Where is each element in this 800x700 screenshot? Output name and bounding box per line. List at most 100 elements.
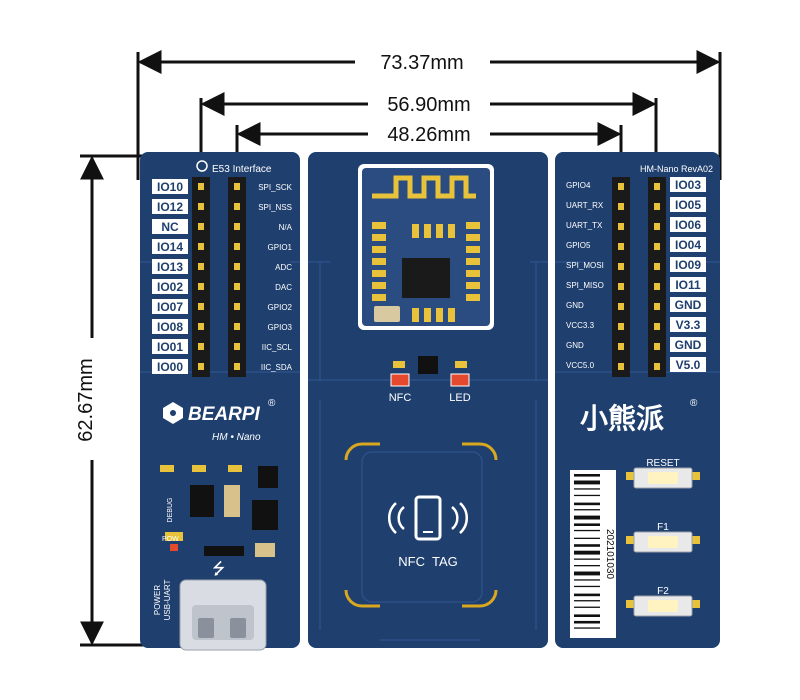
right-io-box — [670, 177, 706, 192]
header-pin — [618, 303, 624, 310]
left-io-label: IO01 — [157, 340, 183, 354]
header-pin — [234, 203, 240, 210]
dim-total-width: 73.37mm — [380, 52, 463, 74]
header-pin — [198, 243, 204, 250]
right-io-label: IO03 — [675, 178, 701, 192]
button-cap[interactable] — [648, 600, 678, 612]
right-io-box — [670, 277, 706, 292]
header-pin — [198, 363, 204, 370]
left-io-box — [152, 319, 188, 334]
nfc-led-label: NFC — [389, 392, 412, 404]
button-cap[interactable] — [648, 536, 678, 548]
header-pin — [198, 183, 204, 190]
header-pin — [198, 303, 204, 310]
left-pin-label: DAC — [275, 283, 292, 292]
dim-height: 62.67mm — [75, 358, 97, 441]
left-io-box — [152, 259, 188, 274]
left-io-label: IO08 — [157, 320, 183, 334]
header-pin — [234, 263, 240, 270]
right-io-box — [670, 337, 706, 352]
right-pin-label: GND — [566, 301, 584, 310]
header-pin — [198, 343, 204, 350]
left-header-outer — [192, 177, 210, 377]
left-io-label: IO07 — [157, 300, 183, 314]
header-pin — [234, 283, 240, 290]
right-io-box — [670, 357, 706, 372]
right-io-label: V3.3 — [676, 318, 701, 332]
right-io-box — [670, 317, 706, 332]
usb-label: POWERUSB-UART — [153, 580, 172, 621]
header-pin — [654, 183, 660, 190]
header-pin — [618, 203, 624, 210]
left-pin-label: IIC_SDA — [261, 363, 293, 372]
button-pad — [690, 536, 700, 544]
brand-cn: 小熊派 — [580, 402, 664, 434]
right-pin-label: UART_RX — [566, 201, 604, 210]
left-io-box — [152, 359, 188, 374]
right-header-inner — [612, 177, 630, 377]
right-pin-label: VCC5.0 — [566, 361, 595, 370]
right-pin-label: VCC3.3 — [566, 321, 595, 330]
status-led — [450, 373, 470, 387]
model-name: HM • Nano — [212, 432, 261, 443]
usb-icon: ⭍ — [212, 560, 225, 578]
header-pin — [618, 323, 624, 330]
debug-label: DEBUG — [167, 498, 174, 523]
right-pin-label: SPI_MISO — [566, 281, 604, 290]
barcode-number: 202101030 — [604, 529, 615, 579]
button-pad — [626, 536, 636, 544]
header-pin — [654, 343, 660, 350]
button-pad — [626, 600, 636, 608]
left-pin-label: SPI_NSS — [258, 203, 292, 212]
button-label-reset: RESET — [646, 458, 679, 469]
button-cap[interactable] — [648, 472, 678, 484]
header-pin — [198, 283, 204, 290]
right-io-label: GND — [675, 338, 702, 352]
right-io-label: IO04 — [675, 238, 701, 252]
right-pin-label: SPI_MOSI — [566, 261, 604, 270]
left-io-box — [152, 219, 188, 234]
led-label: LED — [449, 392, 470, 404]
left-pin-label: GPIO2 — [268, 303, 293, 312]
header-pin — [234, 183, 240, 190]
left-pin-label: GPIO1 — [268, 243, 293, 252]
right-pin-label: GPIO4 — [566, 181, 591, 190]
header-pin — [618, 363, 624, 370]
left-io-label: IO02 — [157, 280, 183, 294]
left-io-box — [152, 179, 188, 194]
header-pin — [234, 243, 240, 250]
header-pin — [654, 203, 660, 210]
left-header-inner — [228, 177, 246, 377]
header-pin — [618, 243, 624, 250]
header-pin — [234, 343, 240, 350]
header-pin — [618, 223, 624, 230]
center-chip — [418, 356, 438, 374]
right-pin-label: UART_TX — [566, 221, 603, 230]
left-panel-title: E53 Interface — [212, 164, 272, 175]
right-pin-label: GPIO5 — [566, 241, 591, 250]
header-pin — [654, 263, 660, 270]
header-pin — [198, 223, 204, 230]
right-io-label: GND — [675, 298, 702, 312]
header-pin — [234, 323, 240, 330]
header-pin — [618, 183, 624, 190]
mounting-hole-icon — [196, 160, 208, 172]
header-pin — [618, 283, 624, 290]
left-pin-label: ADC — [275, 263, 292, 272]
left-io-label: IO10 — [157, 180, 183, 194]
right-io-box — [670, 217, 706, 232]
header-pin — [234, 303, 240, 310]
pow-label: POW — [162, 536, 179, 543]
right-io-label: IO06 — [675, 218, 701, 232]
bearpi-logo: BEARPI — [163, 402, 261, 425]
left-io-label: IO00 — [157, 360, 183, 374]
right-io-label: IO09 — [675, 258, 701, 272]
e53-module — [358, 164, 494, 330]
right-pin-label: GND — [566, 341, 584, 350]
usb-c-port — [179, 579, 267, 651]
left-io-label: NC — [161, 220, 179, 234]
left-pin-label: IIC_SCL — [262, 343, 293, 352]
left-pin-label: N/A — [279, 223, 293, 232]
